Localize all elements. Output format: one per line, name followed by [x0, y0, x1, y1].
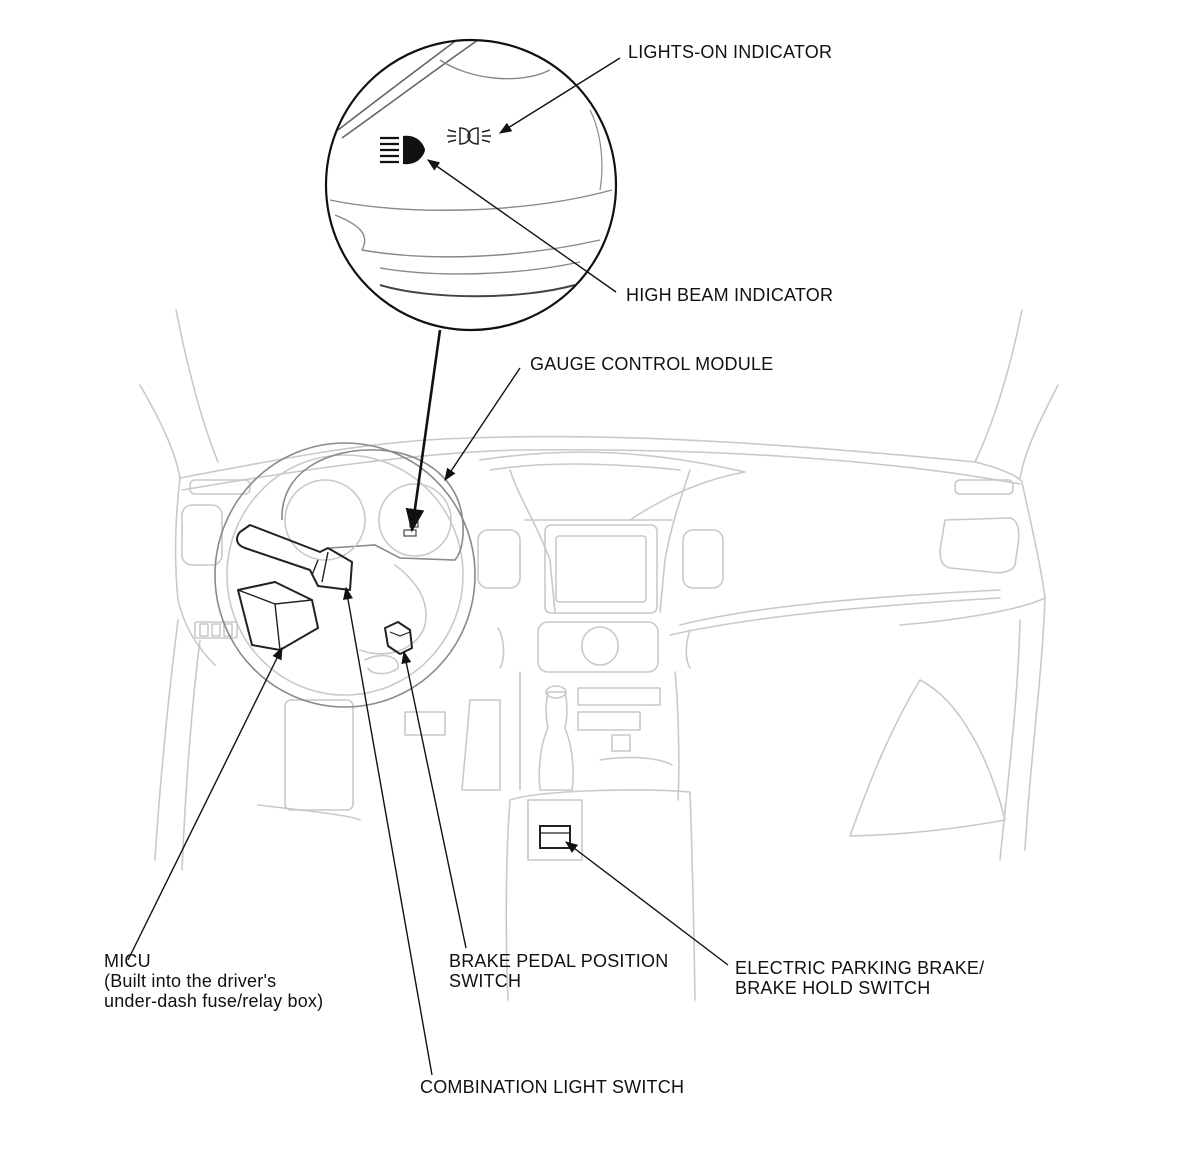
- label-line: (Built into the driver's: [104, 971, 277, 991]
- label-line: MICU: [104, 951, 151, 971]
- label-brake-pedal-position-switch: BRAKE PEDAL POSITION SWITCH: [449, 951, 668, 991]
- label-high-beam-indicator: HIGH BEAM INDICATOR: [626, 285, 833, 305]
- label-gauge-control-module: GAUGE CONTROL MODULE: [530, 354, 773, 374]
- high-beam-indicator-icon: [380, 135, 425, 165]
- label-text: LIGHTS-ON INDICATOR: [628, 42, 833, 62]
- lights-on-indicator-icon: [447, 127, 491, 145]
- label-text: HIGH BEAM INDICATOR: [626, 285, 834, 305]
- leader-lines: [127, 57, 729, 1076]
- label-line: BRAKE HOLD SWITCH: [735, 978, 931, 998]
- label-line: BRAKE PEDAL POSITION: [449, 951, 669, 971]
- label-electric-parking-brake: ELECTRIC PARKING BRAKE/ BRAKE HOLD SWITC…: [735, 958, 984, 998]
- label-text: GAUGE CONTROL MODULE: [530, 354, 774, 374]
- label-line: SWITCH: [449, 971, 522, 991]
- label-combination-light-switch: COMBINATION LIGHT SWITCH: [420, 1077, 684, 1097]
- label-lights-on-indicator: LIGHTS-ON INDICATOR: [628, 42, 832, 62]
- label-micu: MICU (Built into the driver's under-dash…: [104, 951, 323, 1011]
- label-line: under-dash fuse/relay box): [104, 991, 324, 1011]
- cabin-outline: [139, 309, 1059, 1001]
- label-line: ELECTRIC PARKING BRAKE/: [735, 958, 985, 978]
- magnified-cluster-view: [324, 38, 618, 332]
- steering-wheel: [214, 442, 571, 849]
- label-text: COMBINATION LIGHT SWITCH: [420, 1077, 685, 1097]
